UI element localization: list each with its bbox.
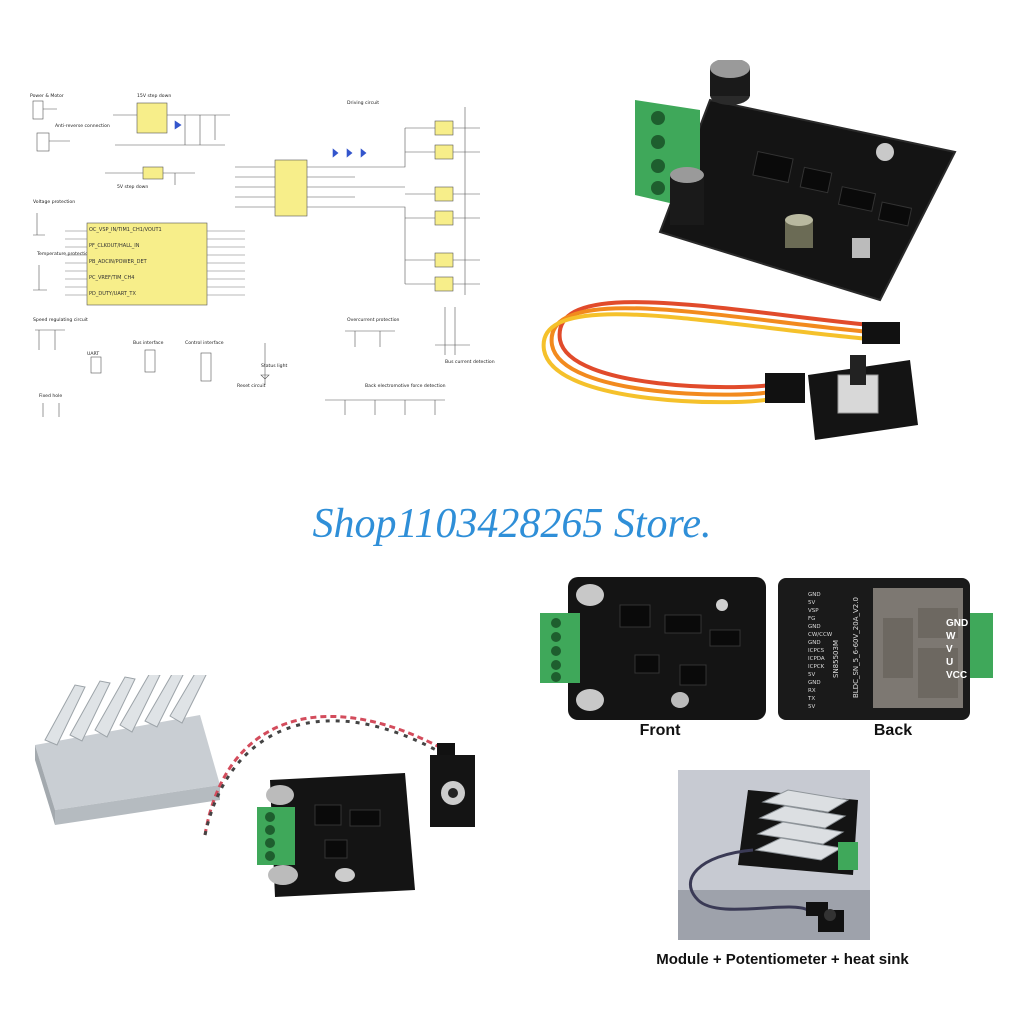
label-bus-current: Bus current detection [445, 359, 495, 365]
back-side-pin-label: 5V [808, 672, 815, 678]
twisted-cable [203, 714, 446, 836]
potentiometer-cable [541, 300, 871, 405]
label-speed-regulating: Speed regulating circuit [33, 317, 88, 323]
assembly-photo [678, 770, 870, 940]
back-side-pin-label: GND [808, 624, 821, 630]
label-back-emf: Back electromotive force detection [365, 383, 446, 389]
schematic-section-labels: Power & Motor 15V step down Anti-reverse… [30, 93, 495, 399]
back-side-pin-label: GND [808, 592, 821, 598]
pcb-board [658, 98, 957, 302]
label-driving-circuit: Driving circuit [347, 100, 379, 106]
svg-text:PD_DUTY/UART_TX: PD_DUTY/UART_TX [89, 291, 136, 297]
label-anti-reverse: Anti-reverse connection [55, 123, 110, 129]
back-side-pin-label: ICPCS [808, 648, 825, 654]
front-photo [540, 577, 766, 720]
svg-text:PF_CLKOUT/HALL_IN: PF_CLKOUT/HALL_IN [89, 243, 140, 249]
back-terminal-pin-label: VCC [946, 670, 967, 681]
back-side-pin-label: 5V [808, 600, 815, 606]
label-reset-circuit: Reset circuit [237, 383, 266, 389]
mount-hole [876, 143, 894, 161]
label-status-light: Status light [261, 363, 287, 369]
label-5v-step-down: 5V step down [117, 184, 148, 190]
back-terminal-pins: GND WVU VCC [946, 618, 968, 681]
front-label: Front [639, 722, 681, 739]
svg-text:OC_VSP_IN/TIM1_CH1/VOUT1: OC_VSP_IN/TIM1_CH1/VOUT1 [89, 227, 162, 233]
potentiometer-knob [850, 355, 866, 385]
store-watermark: Shop1103428265 Store. [312, 501, 712, 547]
back-side-pin-label: ICPDA [808, 656, 825, 662]
capacitors [670, 60, 870, 258]
label-temperature-protection: Temperature protection [36, 251, 91, 257]
label-bus-interface: Bus interface [133, 340, 164, 346]
back-terminal-pin-label: U [946, 657, 953, 668]
back-photo: GND 5V VSP FG GND CW/CCW GND ICPCS ICPDA ICPCK 5V G… [778, 578, 993, 720]
back-version-text: BLDC_SN_5_6-60V_20A_V2.0 [852, 597, 860, 698]
label-overcurrent: Overcurrent protection [347, 317, 400, 323]
schematic-drawing [32, 100, 480, 417]
back-terminal-pin-label: GND [946, 618, 968, 629]
terminal-block-bottom [257, 807, 295, 865]
label-fixed-hole: Fixed hole [39, 393, 62, 399]
kit-photo [35, 675, 475, 897]
back-side-pin-label: RX [808, 688, 816, 694]
label-uart: UART [87, 351, 99, 357]
circuit-schematic: Power & Motor 15V step down Anti-reverse… [30, 93, 495, 417]
back-side-pin-label: CW/CCW [808, 632, 833, 638]
back-side-pin-label: GND [808, 680, 821, 686]
svg-text:PB_ADCIN/POWER_DET: PB_ADCIN/POWER_DET [89, 259, 148, 265]
module-photo-top [541, 60, 957, 440]
kit-caption: Module + Potentiometer + heat sink [656, 951, 909, 968]
pcb-board-bottom [270, 773, 415, 897]
back-side-pin-label: 5V [808, 704, 815, 710]
heat-sink [35, 675, 220, 825]
back-side-pins: GND 5V VSP FG GND CW/CCW GND ICPCS ICPDA ICPCK 5V G… [807, 592, 833, 710]
back-side-pin-label: ICPCK [808, 664, 825, 670]
cable-connector-bottom [765, 373, 805, 403]
back-terminal-pin-label: V [946, 644, 953, 655]
label-voltage-protection: Voltage protection [33, 199, 75, 205]
back-side-pin-label: VSP [808, 608, 819, 614]
label-15v-step-down: 15V step down [137, 93, 171, 99]
svg-text:PC_VREF/TIM_CH4: PC_VREF/TIM_CH4 [89, 275, 134, 281]
back-side-pin-label: FG [808, 616, 815, 622]
back-model-text: SN85503M [832, 640, 840, 678]
cable-connector-top [862, 322, 900, 344]
back-terminal-pin-label: W [946, 631, 956, 642]
label-power-motor: Power & Motor [30, 93, 64, 99]
back-side-pin-label: GND [808, 640, 821, 646]
label-control-interface: Control interface [185, 340, 224, 346]
back-label: Back [873, 722, 913, 739]
back-side-pin-label: TX [807, 696, 815, 702]
